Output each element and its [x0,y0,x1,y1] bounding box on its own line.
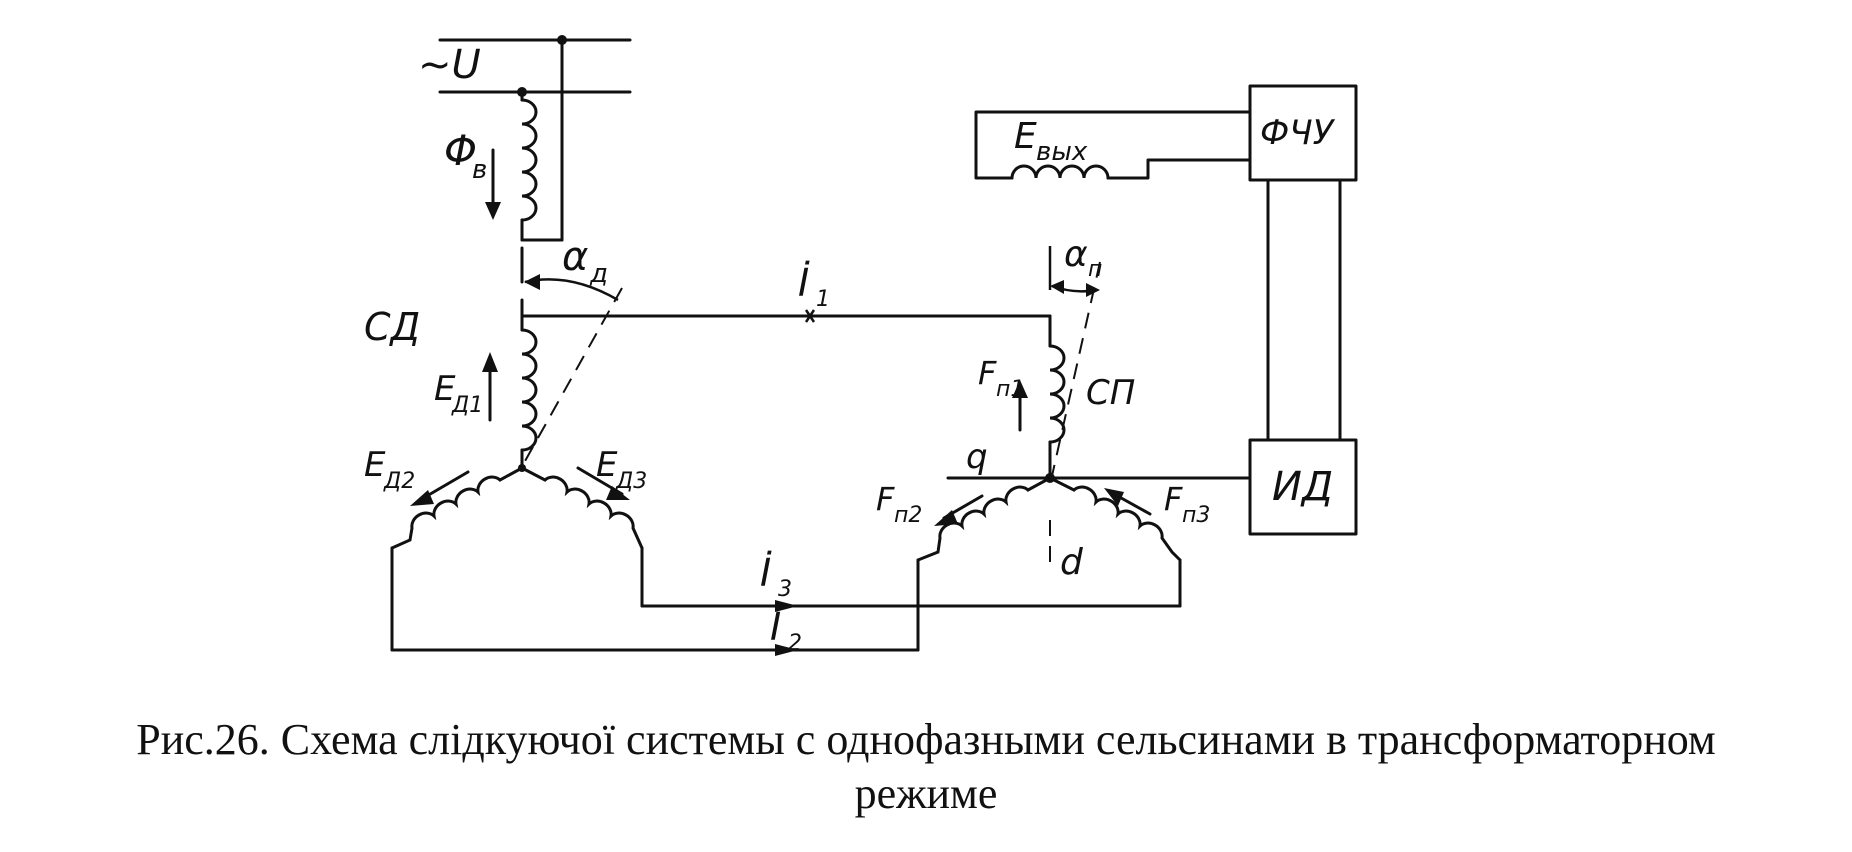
label-flux: Φ в [444,126,487,185]
svg-text:в: в [472,155,487,185]
label-q-axis: q [966,437,988,477]
svg-text:İ: İ [770,605,782,649]
svg-text:E: E [364,445,386,485]
label-alpha-d: α д [562,234,608,289]
svg-text:~U: ~U [418,42,481,88]
svg-text:E: E [1014,116,1037,157]
svg-text:п2: п2 [894,503,922,528]
sp-rotor-axis [1051,261,1101,477]
svg-text:α: α [1064,234,1088,275]
label-i2: İ 2 [770,605,802,656]
svg-text:İ: İ [798,261,810,305]
svg-text:F: F [978,354,997,392]
label-i3: İ 3 [760,551,792,602]
svg-text:F: F [876,480,895,518]
flux-arrow [485,148,501,220]
svg-text:Д2: Д2 [383,469,415,494]
label-d-axis: d [1060,542,1084,583]
sp-winding-2 [916,476,1052,582]
svg-text:вых: вых [1036,137,1088,167]
ed2-arrow [410,470,470,506]
alpha-d-arc [524,274,619,302]
label-sd: СД [364,305,420,349]
output-circuit [974,110,1252,180]
svg-text:q: q [966,437,988,477]
ed1-arrow [482,352,498,422]
block-id [1248,438,1358,536]
svg-text:İ: İ [760,551,772,595]
svg-text:д: д [589,259,608,289]
svg-text:ФЧУ: ФЧУ [1260,113,1336,153]
sd-winding-2 [390,466,524,652]
label-sp: СП [1086,373,1135,413]
block-fchu [1248,84,1358,182]
sd-winding-1 [520,328,538,470]
svg-text:ИД: ИД [1272,464,1333,510]
svg-text:Д3: Д3 [615,469,647,494]
svg-text:СП: СП [1086,373,1135,413]
svg-text:п: п [1088,257,1102,282]
label-fp3: F п3 [1164,480,1210,528]
label-supply: ~U [418,42,481,88]
svg-text:F: F [1164,480,1183,518]
sp-winding-1 [1048,344,1066,480]
svg-text:2: 2 [788,631,802,656]
figure-caption-line-1: Рис.26. Схема слідкуючої системы с одноф… [136,715,1716,764]
label-ed3: E Д3 [596,445,647,494]
svg-text:1: 1 [816,287,830,312]
ed3-arrow [576,466,630,500]
fp1-arrow [1012,380,1028,432]
label-ed2: E Д2 [364,445,415,494]
label-alpha-p: α п [1064,234,1102,282]
sd-winding-3 [520,466,644,608]
svg-text:d: d [1060,542,1084,583]
svg-text:Д1: Д1 [451,393,483,418]
figure-caption-line-2: режиме [854,769,998,818]
svg-text:п1: п1 [996,377,1024,402]
svg-text:E: E [434,369,456,409]
svg-text:п3: п3 [1182,503,1210,528]
label-i1: İ 1 [798,261,830,312]
fp2-arrow [934,494,984,526]
label-ed1: E Д1 [434,369,483,418]
fp3-arrow [1104,488,1152,516]
label-fp2: F п2 [876,480,922,528]
sd-rotor-axis [519,287,623,471]
sp-winding-3 [1048,476,1182,608]
label-e-out: E вых [1014,116,1088,167]
excitation-coil [520,98,564,242]
svg-text:3: 3 [778,577,792,602]
label-block-id: ИД [1272,464,1333,510]
svg-text:Φ: Φ [444,126,477,175]
label-block-fchu: ФЧУ [1260,113,1336,153]
svg-text:СД: СД [364,305,420,349]
supply-bus [438,35,632,242]
label-fp1: F п1 [978,354,1024,402]
svg-text:α: α [562,234,588,280]
svg-text:E: E [596,445,618,485]
